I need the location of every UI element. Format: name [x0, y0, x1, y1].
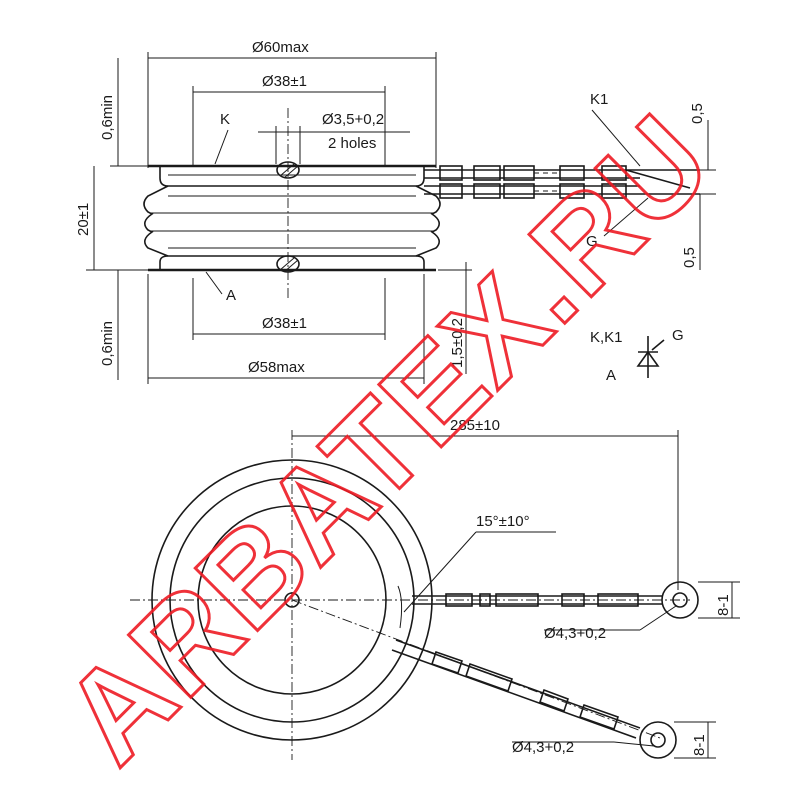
dim-inner-bottom: Ø38±1 [262, 315, 307, 332]
dim-holes-count: 2 holes [328, 135, 376, 152]
dim-height: 20±1 [75, 203, 92, 236]
sleeve [597, 593, 639, 607]
dim-bottom-width: Ø58max [248, 359, 305, 376]
sleeve [473, 165, 501, 181]
sleeve [464, 662, 514, 693]
leader-eye-2 [613, 741, 655, 747]
symbol-label-gate: G [672, 327, 684, 344]
dim-right-bottom: 0,5 [681, 247, 698, 268]
sleeve [473, 183, 501, 199]
bottom-flange [159, 255, 425, 271]
label-k1: K1 [590, 91, 608, 108]
sleeve [601, 183, 627, 199]
watermark: ARBATEX.RU [37, 88, 739, 787]
hatch [279, 163, 295, 177]
thyristor-symbol: K,K1 G A [590, 327, 684, 384]
dim-eye-1-width: 8-1 [715, 594, 732, 616]
angle-arc [397, 585, 403, 629]
dim-inner-top: Ø38±1 [262, 73, 307, 90]
symbol-triangle [636, 350, 660, 367]
lead-angled [391, 639, 641, 739]
leader-k1 [591, 109, 641, 167]
leader-eye-1 [639, 605, 677, 631]
symbol-gate-lead [651, 339, 665, 351]
label-a: A [226, 287, 236, 304]
leader-a [205, 271, 223, 295]
ribs-right [415, 185, 441, 257]
sleeve [439, 165, 463, 181]
dim-hole: Ø3,5+0,2 [322, 111, 384, 128]
eye-terminal-2 [639, 721, 677, 759]
eye-hole-2 [650, 732, 666, 748]
dim-right-top: 0,5 [689, 103, 706, 124]
center-hole-top [276, 161, 300, 179]
sleeve [430, 650, 464, 675]
top-flange [159, 166, 425, 187]
label-g: G [586, 233, 598, 250]
eye-hole-1 [672, 592, 688, 608]
hatch [279, 257, 295, 271]
angle-leader [403, 531, 477, 613]
dim-top-width: Ø60max [252, 39, 309, 56]
symbol-label-terminals: K,K1 [590, 329, 623, 346]
dim-eye-1: Ø4,3+0,2 [544, 625, 606, 642]
dim-eye-2: Ø4,3+0,2 [512, 739, 574, 756]
side-view: Ø60max Ø38±1 K Ø3,5+0,2 2 holes [75, 39, 716, 384]
center-line-angled [291, 599, 661, 739]
dim-recess: 1,5±0,2 [449, 318, 466, 368]
dim-eye-2-width: 8-1 [691, 734, 708, 756]
sleeve [561, 593, 585, 607]
sleeve [559, 165, 585, 181]
sleeve [559, 183, 585, 199]
dim-length: 285±10 [450, 417, 500, 434]
dim-left-top: 0,6min [99, 95, 116, 140]
sleeve [601, 165, 627, 181]
dim-angle: 15°±10° [476, 513, 530, 530]
ribs-left [143, 185, 169, 257]
sleeve [479, 593, 491, 607]
leader-k [214, 129, 229, 165]
center-hole-bottom [276, 255, 300, 273]
dim-left-bottom: 0,6min [99, 321, 116, 366]
eye-terminal-1 [661, 581, 699, 619]
top-view: 285±10 15°±10° 8-1 Ø4,3+0,2 [130, 417, 740, 760]
hatch [283, 165, 299, 179]
label-k: K [220, 111, 230, 128]
sleeve [578, 703, 620, 731]
sleeve [439, 183, 463, 199]
hatch [283, 259, 299, 273]
sleeve [445, 593, 473, 607]
symbol-label-anode: A [606, 367, 616, 384]
leader-g [603, 197, 649, 237]
sleeve [538, 688, 570, 713]
sleeve [495, 593, 539, 607]
lead-bend [625, 169, 691, 189]
